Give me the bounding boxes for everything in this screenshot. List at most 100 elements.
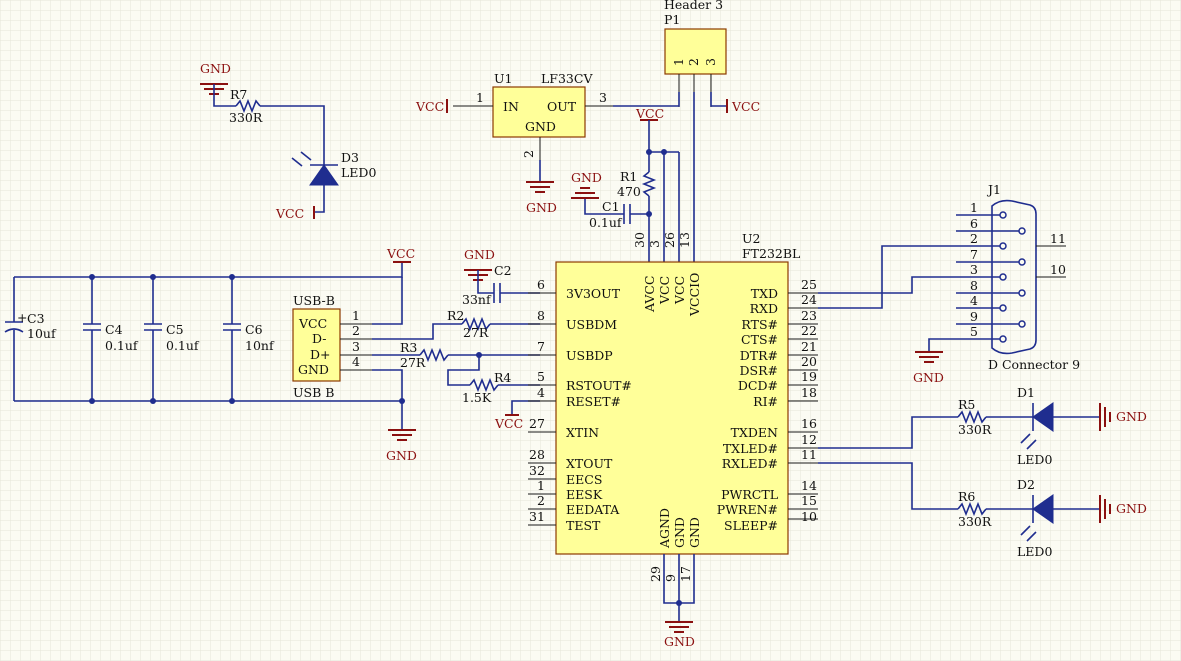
usb-n3: 3 [352, 339, 360, 354]
pin-txd: TXD [751, 286, 778, 301]
usb-pin-dm: D- [312, 331, 326, 346]
usb-pin-dp: D+ [310, 347, 331, 362]
pin-agnd: AGND [657, 508, 672, 549]
u2-n20: 20 [801, 354, 817, 369]
r3-value: 27R [400, 355, 426, 370]
pin-dsr: DSR# [740, 363, 778, 378]
j1-n6: 6 [970, 216, 978, 231]
u2-n25: 25 [801, 277, 817, 292]
gnd-label-usb: GND [386, 448, 417, 463]
u2-n26: 26 [662, 232, 677, 248]
capacitor-c5[interactable] [144, 277, 162, 401]
wire-rxd-j1 [818, 245, 956, 309]
pin-vcc-a: VCC [657, 276, 672, 305]
u2-n23: 23 [801, 308, 817, 323]
wire-rxled-r6 [818, 462, 958, 510]
vcc-label-d3: VCC [275, 206, 304, 221]
gnd-symbol-d2 [1099, 495, 1111, 523]
led-d2-arrows [1020, 525, 1037, 542]
u1-value: LF33CV [541, 71, 593, 86]
gnd-label-u1: GND [526, 200, 557, 215]
pin-gnd-b: GND [687, 517, 702, 548]
j1-n10: 10 [1050, 262, 1066, 277]
gnd-symbol-u1 [526, 181, 554, 193]
pin-eecs: EECS [566, 472, 602, 487]
gnd-label-r7: GND [200, 61, 231, 76]
usb-pin-gnd: GND [298, 362, 329, 377]
j1-ref: J1 [986, 182, 1001, 197]
u1-pin2-num: 2 [521, 150, 536, 158]
wire-u1-out-p1 [613, 92, 680, 107]
resistor-r3[interactable] [419, 347, 449, 363]
gnd-label-u2: GND [664, 634, 695, 649]
j1-n8: 8 [970, 278, 978, 293]
c4-value: 0.1uf [105, 338, 139, 353]
u2-n13: 13 [677, 232, 692, 248]
header-p1-ref: P1 [664, 12, 680, 27]
c5-value: 0.1uf [166, 338, 200, 353]
r7-ref: R7 [230, 87, 247, 102]
u2-n4: 4 [537, 385, 545, 400]
u1-ref: U1 [494, 71, 513, 86]
capacitor-c3[interactable] [4, 277, 24, 401]
pin-cts: CTS# [741, 332, 778, 347]
u2-n22: 22 [801, 323, 817, 338]
vcc-label-usb: VCC [386, 246, 415, 261]
resistor-r5[interactable] [957, 409, 987, 425]
pin-eedata: EEDATA [566, 502, 620, 517]
u2-n8: 8 [537, 308, 545, 323]
pin-pwren: PWREN# [717, 502, 778, 517]
u2-n1: 1 [537, 478, 545, 493]
u1-gnd-pin: GND [525, 119, 556, 134]
pin-dtr: DTR# [740, 348, 778, 363]
resistor-r2[interactable] [461, 316, 491, 332]
r2-ref: R2 [447, 308, 464, 323]
pin-vcc-b: VCC [672, 276, 687, 305]
u2-n14: 14 [801, 478, 817, 493]
d2-ref: D2 [1017, 477, 1035, 492]
usb-b-connector[interactable] [292, 308, 341, 382]
connector-j1[interactable] [991, 199, 1037, 355]
pin-txled: TXLED# [723, 441, 778, 456]
pin-dcd: DCD# [738, 378, 778, 393]
wire-txd-j1 [818, 276, 956, 294]
capacitor-c4[interactable] [83, 277, 101, 401]
usb-n4: 4 [352, 354, 360, 369]
header-p1-pin1: 1 [671, 58, 686, 66]
chip-u2-ft232bl[interactable] [555, 261, 789, 555]
resistor-r4[interactable] [469, 377, 499, 393]
u2-n28: 28 [529, 447, 545, 462]
u2-n2: 2 [537, 493, 545, 508]
resistor-r7[interactable] [235, 98, 261, 114]
regulator-u1[interactable] [492, 86, 586, 138]
u2-n12: 12 [801, 432, 817, 447]
gnd-symbol-d1 [1099, 403, 1111, 431]
pin-usbdm: USBDM [566, 317, 617, 332]
c3-ref: C3 [27, 311, 45, 326]
pin-eesk: EESK [566, 487, 603, 502]
pin-reset: RESET# [566, 394, 621, 409]
r6-ref: R6 [958, 489, 975, 504]
u2-n6: 6 [537, 277, 545, 292]
usb-n2: 2 [352, 323, 360, 338]
r5-ref: R5 [958, 397, 975, 412]
pin-rxd: RXD [750, 301, 778, 316]
c6-ref: C6 [245, 322, 263, 337]
pin-txden: TXDEN [731, 425, 778, 440]
wire-p1-vcc [710, 92, 727, 107]
wire-txled-r5 [818, 416, 958, 449]
c4-ref: C4 [105, 322, 123, 337]
pin-rstout: RSTOUT# [566, 378, 632, 393]
u1-in-pin: IN [503, 99, 519, 114]
u1-out-pin: OUT [547, 99, 577, 114]
r7-value: 330R [229, 110, 263, 125]
capacitor-c6[interactable] [223, 277, 241, 401]
u1-pin3-num: 3 [599, 90, 607, 105]
gnd-label-j1: GND [913, 370, 944, 385]
r1-ref: R1 [620, 169, 637, 184]
resistor-r1[interactable] [641, 171, 657, 197]
header-p1[interactable] [664, 28, 727, 107]
u2-left-pins [528, 292, 556, 526]
usb-ref: USB-B [293, 293, 335, 308]
resistor-r6[interactable] [957, 501, 987, 517]
